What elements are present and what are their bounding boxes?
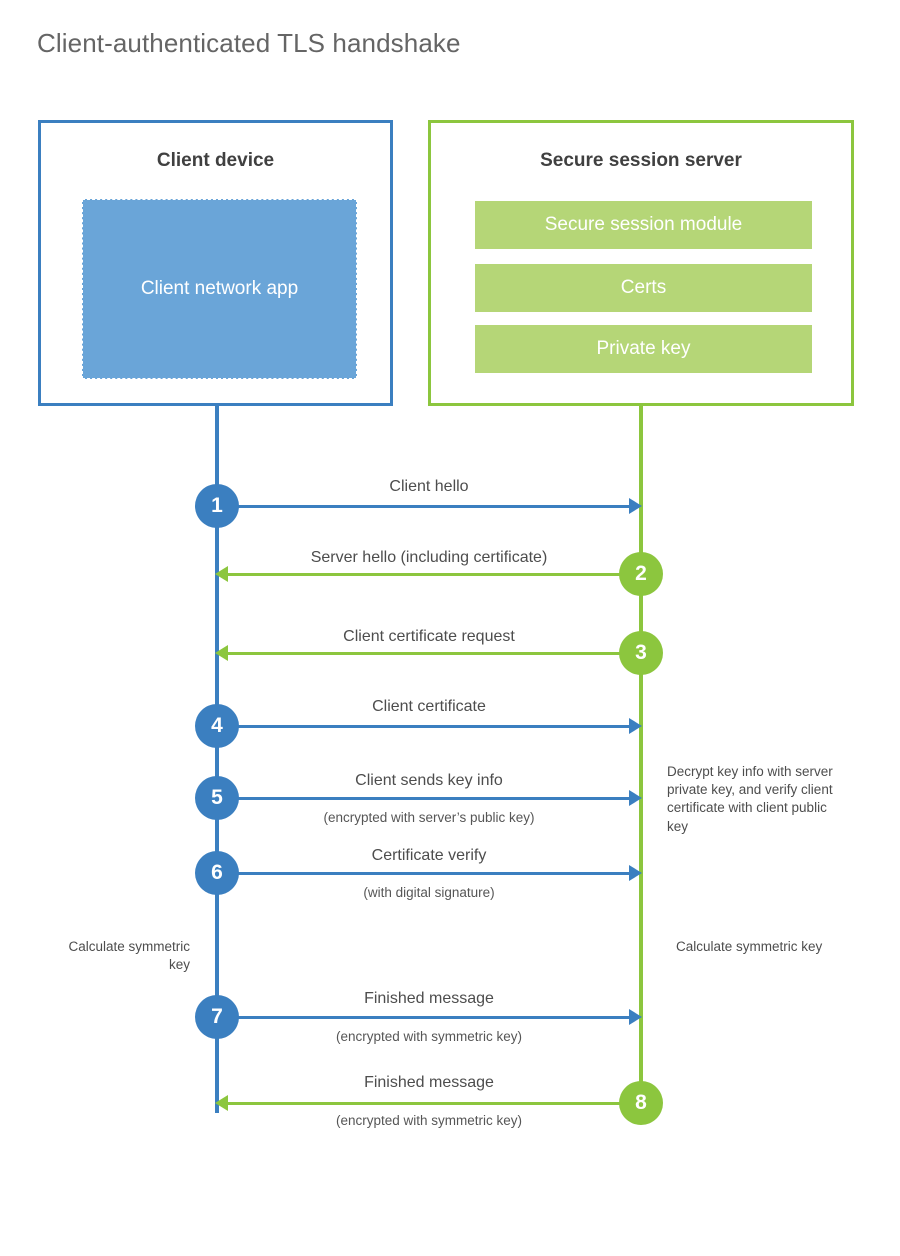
step-3-arrow-line — [226, 652, 641, 655]
server-decrypt-note: Decrypt key info with server private key… — [667, 764, 833, 834]
client-device-title: Client device — [156, 150, 275, 171]
step-8-label: Finished message — [364, 1074, 494, 1091]
step-4-circle[interactable]: 4 — [195, 704, 239, 748]
step-7-label: Finished message — [364, 990, 494, 1007]
server-module-private-key: Private key — [475, 325, 812, 373]
step-8-arrow-line — [226, 1102, 641, 1105]
step-1-label: Client hello — [389, 478, 469, 495]
server-calculate-symmetric-key-note: Calculate symmetric key — [676, 939, 823, 954]
step-3-arrow-head-icon — [215, 645, 228, 661]
secure-session-server-title: Secure session server — [540, 150, 742, 171]
step-6-arrow-head-icon — [629, 865, 642, 881]
page-title: Client-authenticated TLS handshake — [37, 28, 461, 58]
step-2-circle[interactable]: 2 — [619, 552, 663, 596]
client-device-box: Client device Client network app — [38, 120, 393, 406]
client-lifeline — [215, 403, 219, 1113]
step-5-circle[interactable]: 5 — [195, 776, 239, 820]
step-7-sublabel: (encrypted with symmetric key) — [335, 1029, 523, 1044]
server-lifeline — [639, 403, 643, 1103]
step-7-circle[interactable]: 7 — [195, 995, 239, 1039]
secure-session-server-box: Secure session server Secure session mod… — [428, 120, 854, 406]
step-6-sublabel: (with digital signature) — [363, 885, 495, 900]
step-7-arrow-line — [217, 1016, 631, 1019]
step-8-arrow-head-icon — [215, 1095, 228, 1111]
step-8-sublabel: (encrypted with symmetric key) — [335, 1113, 523, 1128]
step-5-sublabel: (encrypted with server’s public key) — [323, 810, 535, 825]
step-5-arrow-head-icon — [629, 790, 642, 806]
step-6-circle[interactable]: 6 — [195, 851, 239, 895]
step-6-arrow-line — [217, 872, 631, 875]
step-2-arrow-line — [226, 573, 641, 576]
server-module-label: Secure session module — [544, 214, 743, 235]
step-7-arrow-head-icon — [629, 1009, 642, 1025]
step-6-label: Certificate verify — [371, 847, 487, 864]
server-module-label: Private key — [596, 338, 691, 359]
step-1-arrow-head-icon — [629, 498, 642, 514]
server-module-secure-session-module: Secure session module — [475, 201, 812, 249]
client-calculate-symmetric-key-note: Calculate symmetric key — [68, 939, 190, 973]
step-2-label: Server hello (including certificate) — [310, 549, 548, 566]
step-4-arrow-head-icon — [629, 718, 642, 734]
step-1-arrow-line — [217, 505, 631, 508]
step-4-arrow-line — [217, 725, 631, 728]
client-network-app-block: Client network app — [82, 199, 357, 379]
step-5-arrow-line — [217, 797, 631, 800]
step-3-circle[interactable]: 3 — [619, 631, 663, 675]
step-1-circle[interactable]: 1 — [195, 484, 239, 528]
step-8-circle[interactable]: 8 — [619, 1081, 663, 1125]
step-2-arrow-head-icon — [215, 566, 228, 582]
server-module-certs: Certs — [475, 264, 812, 312]
client-network-app-label: Client network app — [140, 278, 299, 300]
step-5-label: Client sends key info — [355, 772, 503, 789]
step-3-label: Client certificate request — [343, 628, 515, 645]
step-4-label: Client certificate — [372, 698, 486, 715]
server-module-label: Certs — [620, 277, 667, 298]
